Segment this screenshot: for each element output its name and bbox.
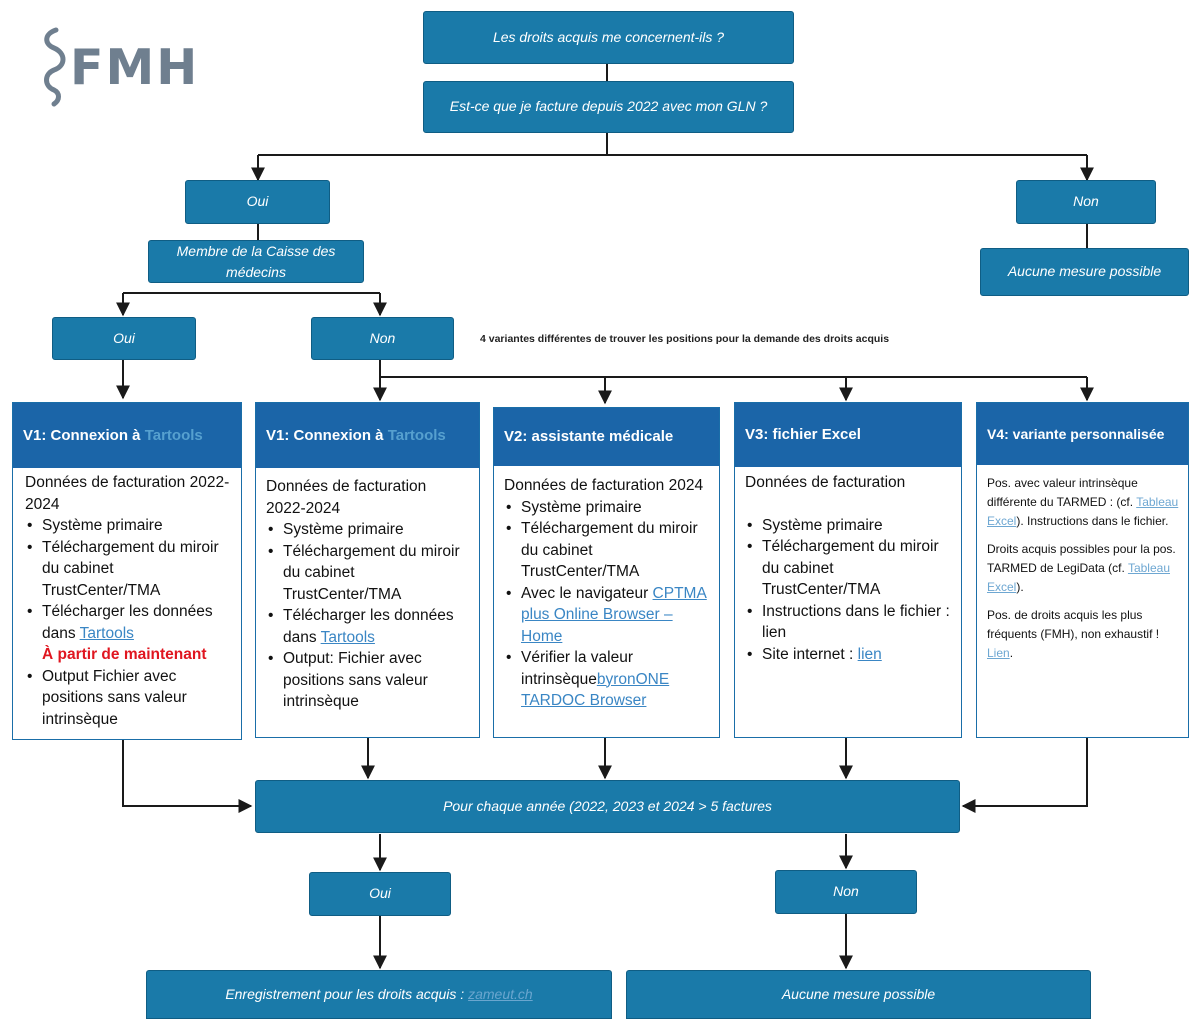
- register-text: Enregistrement pour les droits acquis : …: [225, 985, 533, 1002]
- card-v3-excel: V3: fichier Excel Données de facturation…: [734, 402, 962, 738]
- card-v1-member-body: Données de facturation 2022-2024 Système…: [13, 468, 241, 730]
- zameut-link[interactable]: zameut.ch: [468, 985, 533, 1002]
- card-v2-assistant-intro: Données de facturation 2024: [504, 477, 704, 494]
- card-v1-nonmember: V1: Connexion à Tartools Données de fact…: [255, 402, 480, 738]
- card-v2-assistant-title: V2: assistante médicale: [504, 428, 674, 446]
- list-item: Téléchargement du miroir du cabinet Trus…: [745, 536, 951, 601]
- tartools-link[interactable]: Tartools: [79, 624, 134, 642]
- list-item: Output Fichier avec positions sans valeu…: [25, 666, 231, 731]
- card-v1-nonmember-title: V1: Connexion à Tartools: [266, 426, 446, 444]
- card-v1-nonmember-header: V1: Connexion à Tartools: [256, 403, 479, 468]
- custom-paragraph-1: Pos. avec valeur intrinsèque différente …: [987, 476, 1179, 528]
- card-v2-assistant: V2: assistante médicale Données de factu…: [493, 407, 720, 738]
- no-threshold-text: Non: [833, 883, 859, 900]
- card-v4-custom-header: V4: variante personnalisée: [977, 403, 1188, 465]
- excel-table-link[interactable]: Tableau Excel: [987, 561, 1170, 594]
- no-threshold-box: Non: [775, 870, 917, 914]
- card-v3-excel-body: Données de facturation Système primaire …: [735, 467, 961, 665]
- register-box: Enregistrement pour les droits acquis : …: [146, 970, 612, 1019]
- list-item: Site internet : lien: [745, 644, 951, 666]
- question-gln-text: Est-ce que je facture depuis 2022 avec m…: [449, 98, 768, 115]
- fmh-logo: FMH: [40, 26, 199, 108]
- list-item: Système primaire: [266, 519, 469, 541]
- list-item: Téléchargement du miroir du cabinet Trus…: [504, 518, 709, 583]
- no-member-box: Non: [311, 317, 454, 360]
- list-item: Télécharger les données dans Tartools: [266, 605, 469, 648]
- yes-billing-text: Oui: [246, 193, 269, 210]
- card-v3-excel-header: V3: fichier Excel: [735, 403, 961, 467]
- list-item: Output: Fichier avec positions sans vale…: [266, 648, 469, 713]
- frequent-positions-link[interactable]: Lien: [987, 646, 1010, 660]
- member-question-box: Membre de la Caisse des médecins: [148, 240, 364, 283]
- no-measure-bottom-box: Aucune mesure possible: [626, 970, 1091, 1019]
- card-v2-assistant-body: Données de facturation 2024 Système prim…: [494, 466, 719, 712]
- card-v1-member-title: V1: Connexion à Tartools: [23, 426, 203, 444]
- no-billing-text: Non: [1073, 193, 1099, 210]
- card-v1-member: V1: Connexion à Tartools Données de fact…: [12, 402, 242, 740]
- excel-table-link[interactable]: Tableau Excel: [987, 495, 1179, 528]
- list-item: Vérifier la valeur intrinsèquebyronONE T…: [504, 647, 709, 712]
- list-item: Avec le navigateur CPTMA plus Online Bro…: [504, 583, 709, 648]
- card-v4-custom-title: V4: variante personnalisée: [987, 425, 1165, 442]
- card-v4-custom-body: Pos. avec valeur intrinsèque différente …: [977, 465, 1188, 663]
- variants-note: 4 variantes différentes de trouver les p…: [480, 333, 890, 345]
- tartools-title-link[interactable]: Tartools: [387, 426, 446, 444]
- yes-member-text: Oui: [113, 329, 135, 346]
- member-question-text: Membre de la Caisse des médecins: [176, 243, 336, 280]
- yearly-threshold-box: Pour chaque année (2022, 2023 et 2024 > …: [255, 780, 960, 833]
- logo-text: FMH: [70, 38, 200, 96]
- tartools-link[interactable]: Tartools: [320, 628, 375, 646]
- card-v1-member-intro: Données de facturation 2022-2024: [25, 474, 230, 513]
- card-v1-nonmember-body: Données de facturation 2022-2024 Système…: [256, 468, 479, 713]
- card-v2-assistant-header: V2: assistante médicale: [494, 408, 719, 466]
- no-billing-box: Non: [1016, 180, 1156, 224]
- yearly-threshold-text: Pour chaque année (2022, 2023 et 2024 > …: [443, 797, 772, 814]
- card-v3-excel-intro: Données de facturation: [745, 474, 906, 491]
- list-item: Système primaire: [504, 497, 709, 519]
- yes-threshold-box: Oui: [309, 872, 451, 916]
- list-item: Téléchargement du miroir du cabinet Trus…: [25, 537, 231, 602]
- list-item: Système primaire: [745, 515, 951, 537]
- list-item: Instructions dans le fichier : lien: [745, 601, 951, 644]
- card-v3-excel-title: V3: fichier Excel: [745, 426, 861, 444]
- from-now-on-label: À partir de maintenant: [42, 646, 207, 663]
- byronone-tardoc-link[interactable]: byronONE TARDOC Browser: [521, 670, 670, 710]
- no-member-text: Non: [369, 329, 396, 346]
- yes-billing-box: Oui: [185, 180, 330, 224]
- website-link[interactable]: lien: [857, 645, 882, 663]
- list-item: Système primaire: [25, 515, 231, 537]
- card-v1-member-header: V1: Connexion à Tartools: [13, 403, 241, 468]
- no-measure-top-box: Aucune mesure possible: [980, 248, 1189, 296]
- yes-member-box: Oui: [52, 317, 196, 360]
- no-measure-bottom-text: Aucune mesure possible: [781, 985, 936, 1002]
- yes-threshold-text: Oui: [369, 885, 391, 902]
- card-v1-nonmember-intro: Données de facturation 2022-2024: [266, 478, 427, 517]
- list-item: Téléchargement du miroir du cabinet Trus…: [266, 541, 469, 606]
- caduceus-icon: [44, 27, 66, 107]
- card-v4-custom: V4: variante personnalisée Pos. avec val…: [976, 402, 1189, 738]
- question-rights-text: Les droits acquis me concernent-ils ?: [492, 28, 725, 45]
- tartools-title-link[interactable]: Tartools: [144, 426, 203, 444]
- question-gln-box: Est-ce que je facture depuis 2022 avec m…: [423, 81, 794, 133]
- no-measure-top-text: Aucune mesure possible: [1007, 263, 1162, 280]
- custom-paragraph-3: Pos. de droits acquis les plus fréquents…: [987, 608, 1160, 660]
- cptma-browser-link[interactable]: CPTMA plus Online Browser – Home: [521, 584, 707, 645]
- custom-paragraph-2: Droits acquis possibles pour la pos. TAR…: [987, 542, 1176, 594]
- question-rights-box: Les droits acquis me concernent-ils ?: [423, 11, 794, 64]
